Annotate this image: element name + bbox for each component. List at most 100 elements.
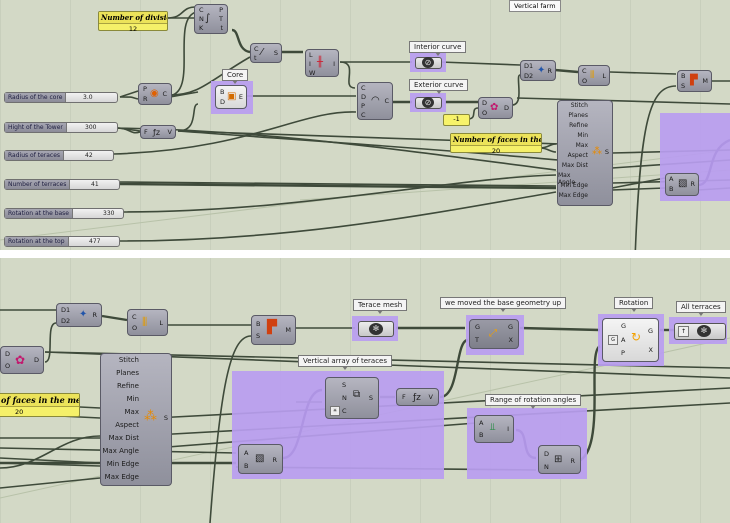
loft-icon: ⦀ — [142, 315, 148, 329]
merge-component[interactable]: D1 D2 ✦ R — [520, 60, 556, 81]
slider-label: Radius of the core — [5, 93, 67, 102]
port-label: W — [309, 69, 316, 77]
port-label: C — [342, 407, 347, 415]
port-label: Refine — [116, 382, 139, 390]
port-label: Max Dist — [108, 434, 139, 442]
number-of-faces-panel[interactable]: Number of faces in the mesh 20 — [450, 133, 542, 155]
number-of-division-panel[interactable]: Number of division 12 — [98, 11, 168, 33]
port-label: O — [482, 109, 488, 117]
extrude-component[interactable]: B D ▣ E — [215, 85, 247, 109]
mesh-param-icon: ✻ — [697, 325, 711, 337]
port-label: G — [621, 322, 627, 330]
port-label: A — [621, 336, 626, 344]
port-label: Aspect — [115, 421, 139, 429]
slider-radius-of-core[interactable]: Radius of the core 3.0 — [4, 92, 118, 103]
port-label: C — [254, 45, 259, 53]
port-label: B — [244, 462, 249, 470]
port-label: V — [428, 393, 433, 401]
port-label: M — [702, 77, 708, 85]
group-label-core: Core — [222, 69, 249, 84]
expression-component[interactable]: F ƒz V — [140, 125, 176, 139]
loft-icon: ⦀ — [590, 70, 595, 81]
division-icon: ▧ — [255, 453, 265, 464]
flip-curve-component[interactable]: D O ✿ D — [478, 97, 513, 119]
curve-param-icon: ⊘ — [422, 57, 434, 68]
port-label: A — [244, 449, 249, 457]
port-label: D2 — [524, 72, 534, 80]
number-of-faces-panel[interactable]: of faces in the mesh 20 — [0, 393, 80, 417]
divide-curve-icon: ∫ — [205, 13, 211, 24]
port-label: P — [621, 349, 625, 357]
terrace-mesh-param[interactable]: ✻ — [358, 321, 394, 337]
series-component[interactable]: S N C ✳ ⧉ S — [325, 377, 379, 419]
port-label: V — [167, 128, 172, 136]
expression-icon: ƒz — [413, 393, 421, 403]
port-label: D2 — [61, 317, 71, 325]
port-label: L — [159, 319, 163, 327]
port-label: S — [256, 332, 261, 340]
loft-component[interactable]: C O ⦀ L — [127, 309, 168, 336]
value-minus-one[interactable]: -1 — [443, 114, 470, 126]
division-component[interactable]: A B ▧ R — [665, 173, 699, 196]
panel-value: 20 — [15, 408, 24, 416]
division-component[interactable]: A B ▧ R — [238, 444, 283, 474]
move-component[interactable]: G T ⤢ G X — [469, 319, 519, 349]
all-terraces-param[interactable]: ↑ ✻ — [674, 323, 726, 340]
port-label: G — [507, 323, 513, 331]
interior-curve-param[interactable]: ⊘ — [415, 57, 442, 69]
port-label: D — [544, 450, 550, 458]
port-label: P — [361, 102, 365, 110]
mesh-param-icon: ✻ — [369, 323, 383, 335]
extrude-icon: ▣ — [227, 91, 237, 102]
loft-component[interactable]: C O ⦀ L — [578, 65, 610, 86]
group-label-vertical-array: Vertical array of teraces — [298, 355, 392, 370]
port-label: t — [220, 24, 223, 32]
circle-component[interactable]: P R ◉ C — [138, 83, 172, 105]
port-label: Aspect — [567, 152, 588, 159]
port-label: G — [475, 323, 481, 331]
mesh-brep-component[interactable]: B S ▛ M — [677, 70, 712, 92]
sub-curve-component[interactable]: C t ⁄ S — [250, 43, 282, 63]
port-label: T — [219, 15, 223, 23]
rotate-component[interactable]: G A P G ↻ G X — [602, 318, 659, 362]
port-label: K — [199, 24, 204, 32]
slider-number-of-terraces[interactable]: Number of terraces 41 — [4, 179, 120, 190]
port-label: Stitch — [118, 356, 139, 364]
slider-rotation-at-base[interactable]: Rotation at the base 330 — [4, 208, 124, 219]
slider-rotation-at-top[interactable]: Rotation at the top 477 — [4, 236, 120, 247]
divide-curve-component[interactable]: C N K ∫ P T t — [194, 4, 228, 34]
slider-value: 477 — [89, 238, 101, 245]
merge-component[interactable]: D1 D2 ✦ R — [56, 303, 102, 327]
panel-value: 20 — [491, 147, 501, 155]
port-label: T — [475, 336, 479, 344]
flip-curve-component[interactable]: D O ✿ D — [0, 346, 44, 374]
degrees-toggle-icon[interactable]: G — [608, 335, 618, 345]
canvas-bottom[interactable]: D1 D2 ✦ R C O ⦀ L D O ✿ D B S ▛ M Terace… — [0, 258, 730, 523]
expression-component[interactable]: F ƒz V — [396, 388, 439, 406]
construct-domain-component[interactable]: A B ⫫ I — [474, 415, 514, 443]
slider-label: Hight of the Tower — [5, 123, 67, 132]
slider-radius-of-teraces[interactable]: Radius of teraces 42 — [4, 150, 114, 161]
exterior-curve-param[interactable]: ⊘ — [415, 97, 442, 109]
port-label: L — [309, 51, 313, 59]
vertical-farm-note: Vertical farm — [509, 0, 561, 12]
port-label: R — [143, 95, 148, 103]
canvas-top[interactable]: Vertical farm Number of division 12 C N … — [0, 0, 730, 250]
port-label: I — [507, 425, 509, 433]
panel-value: 12 — [128, 25, 138, 33]
port-label: D — [482, 99, 488, 107]
port-label: B — [256, 320, 261, 328]
port-label: Max Angle — [102, 447, 139, 455]
slider-value: 3.0 — [83, 94, 93, 101]
slider-value: 330 — [103, 210, 115, 217]
port-label: S — [604, 148, 609, 156]
range-component[interactable]: D N ⊞ R — [538, 445, 581, 474]
mesh-brep-component[interactable]: B S ▛ M — [251, 315, 296, 345]
offset-curve-component[interactable]: C D P C ◠ C — [357, 82, 393, 120]
port-label: S — [368, 394, 373, 402]
slider-hight-of-tower[interactable]: Hight of the Tower 300 — [4, 122, 118, 133]
port-label: Min Edge — [106, 460, 139, 468]
line-sdl-component[interactable]: L I W ╫ I — [305, 49, 339, 77]
